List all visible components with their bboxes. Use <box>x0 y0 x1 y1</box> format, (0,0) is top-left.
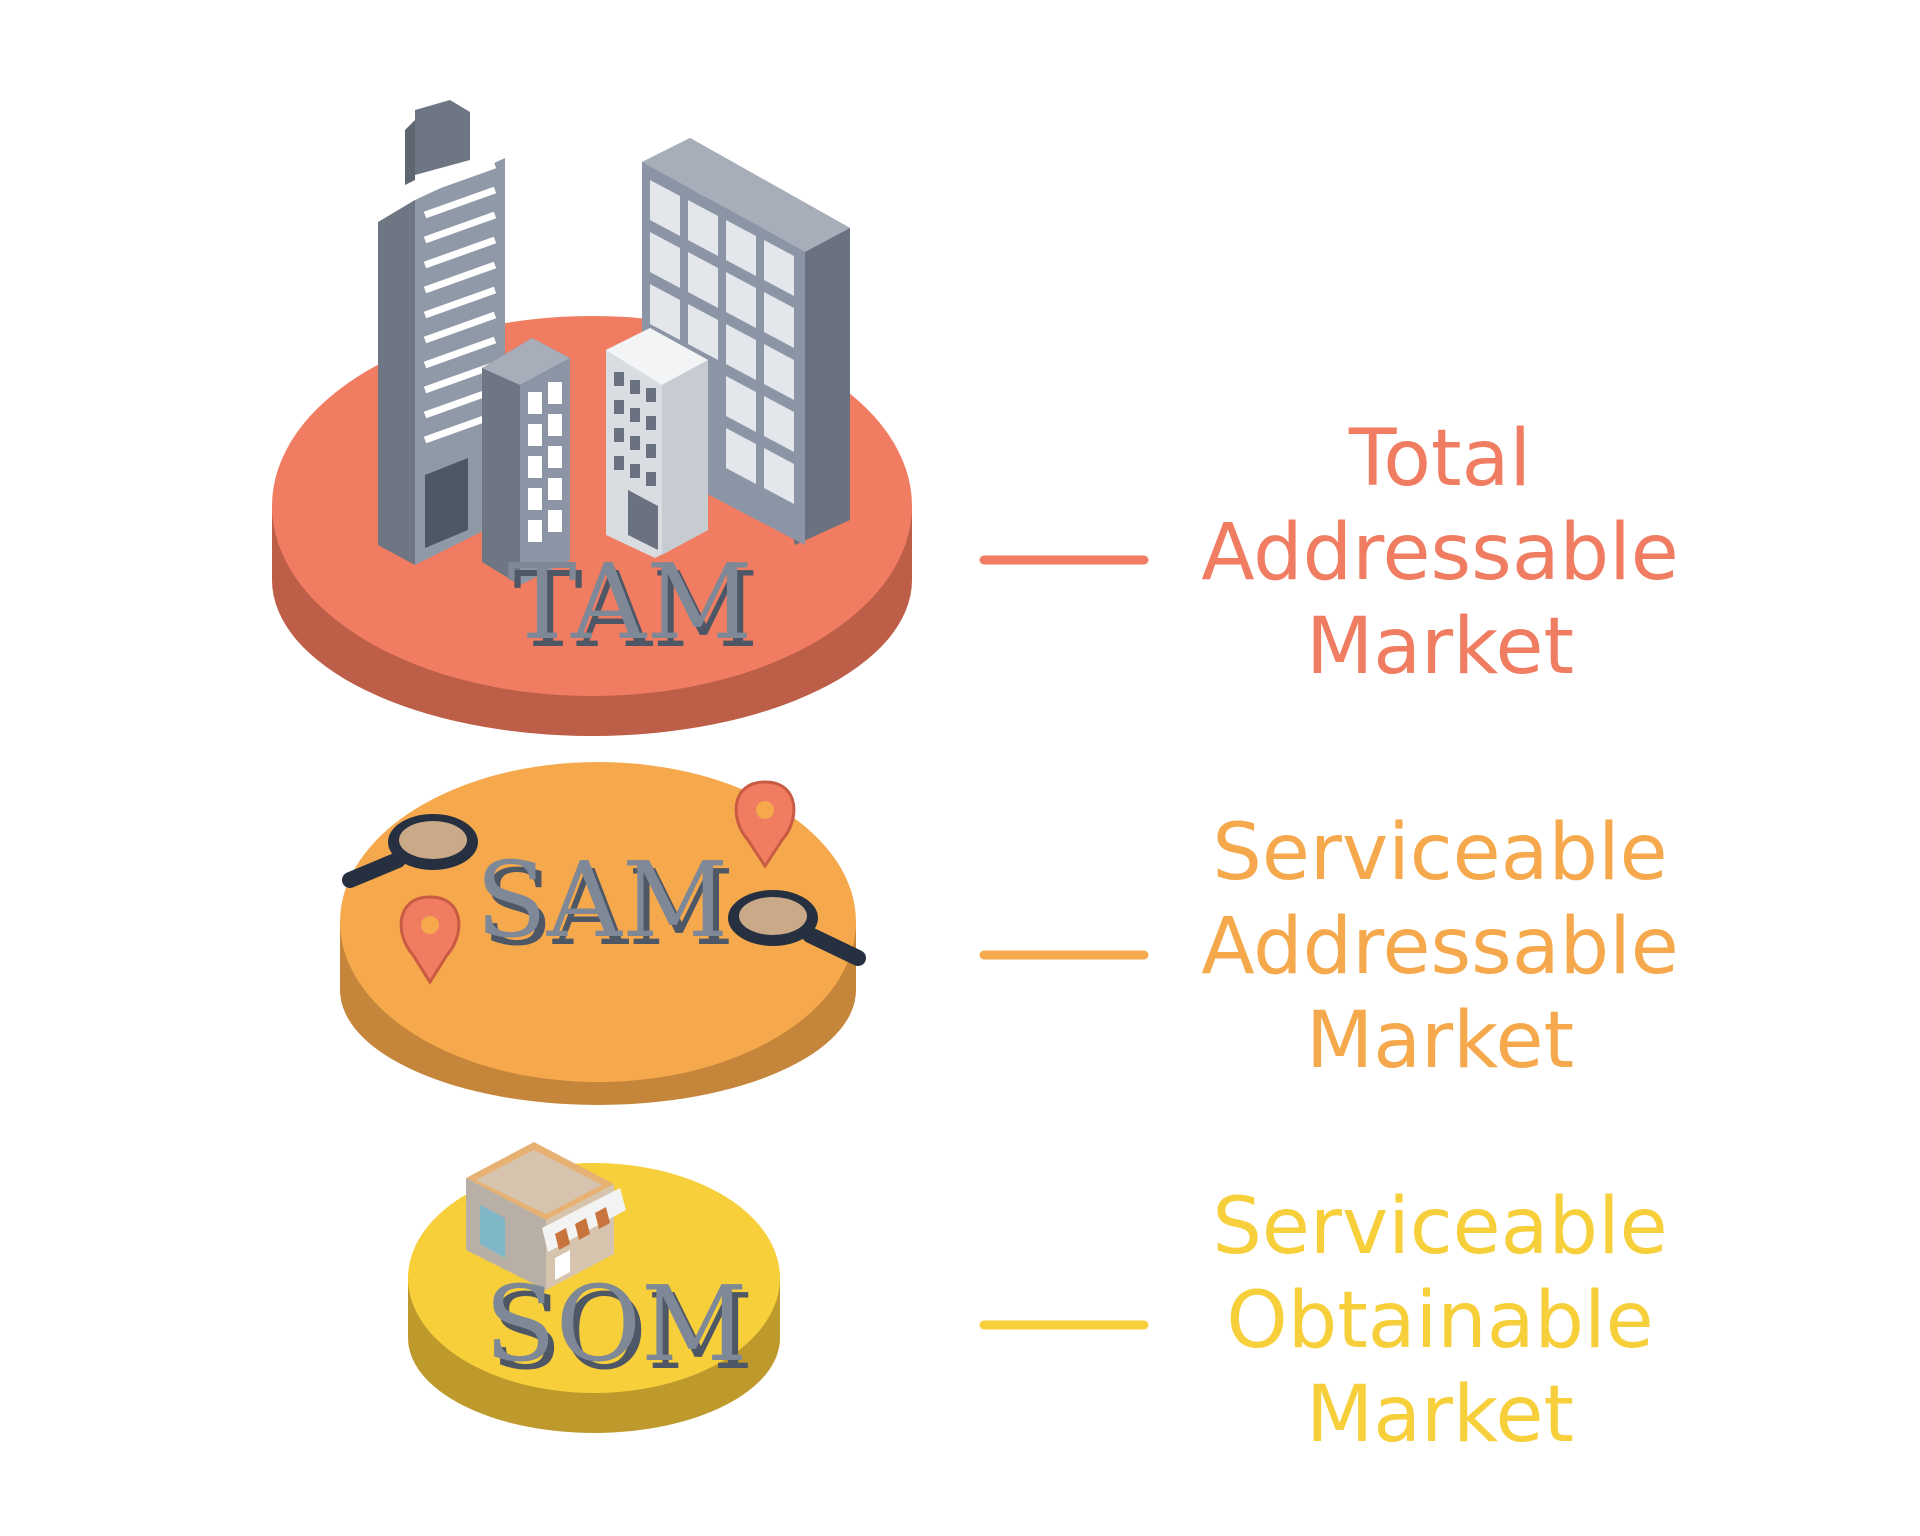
svg-text:SAM: SAM <box>482 847 735 969</box>
svg-text:SAM: SAM <box>476 839 729 961</box>
tam-label: Total Addressable Market <box>1130 412 1750 694</box>
small-building-icon <box>482 338 570 585</box>
som-label-line-2: Obtainable <box>1226 1276 1654 1366</box>
svg-text:TAM: TAM <box>507 541 752 663</box>
sam-label-line-2: Addressable <box>1201 902 1679 992</box>
sam-label-line-3: Market <box>1305 996 1575 1086</box>
tam-acronym: TAM TAM <box>507 541 758 671</box>
svg-text:SOM: SOM <box>491 1271 754 1393</box>
map-pin-icon <box>734 780 796 869</box>
som-label: Serviceable Obtainable Market <box>1130 1180 1750 1462</box>
shop-icon <box>466 1142 626 1290</box>
tam-label-line-2: Addressable <box>1201 508 1679 598</box>
tam-label-line-3: Market <box>1305 602 1575 692</box>
map-pin-icon <box>399 895 461 985</box>
sam-acronym: SAM SAM <box>476 839 735 969</box>
magnifier-icon <box>342 814 478 888</box>
som-acronym: SOM SOM <box>485 1263 754 1393</box>
svg-text:SOM: SOM <box>485 1263 748 1385</box>
som-label-line-3: Market <box>1305 1370 1575 1460</box>
sam-label-line-1: Serviceable <box>1212 808 1668 898</box>
sam-label: Serviceable Addressable Market <box>1130 806 1750 1088</box>
som-label-line-1: Serviceable <box>1212 1182 1668 1272</box>
tam-label-line-1: Total <box>1348 414 1532 504</box>
magnifier-icon <box>728 890 866 966</box>
white-building-icon <box>606 328 708 558</box>
svg-text:TAM: TAM <box>513 549 758 671</box>
